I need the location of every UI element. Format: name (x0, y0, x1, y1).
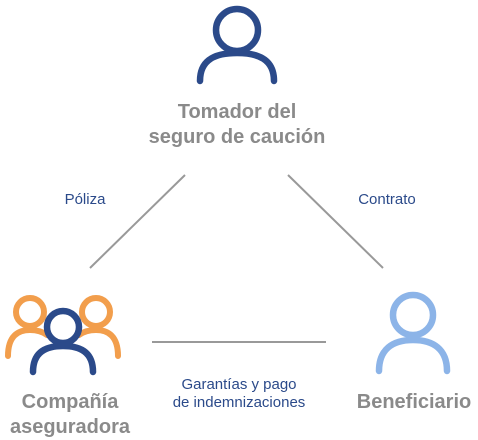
insurer-label-line-2: aseguradora (9, 416, 131, 438)
policyholder-label: Tomador del seguro de caución (137, 100, 337, 150)
front-person-icon (29, 307, 97, 376)
edge-label-guarantees-line-2: de indemnizaciones (172, 394, 306, 411)
edge-label-policy: Póliza (64, 191, 106, 208)
beneficiary-label-line-1: Beneficiario (356, 391, 472, 413)
beneficiary-person-icon (375, 291, 451, 375)
policyholder-label-line-1: Tomador del (177, 101, 297, 123)
back-person-right-icon (76, 295, 121, 359)
insurer-label: Compañía aseguradora (0, 390, 140, 440)
beneficiary-label: Beneficiario (350, 390, 478, 415)
back-person-left-icon (5, 295, 50, 359)
insurer-label-line-1: Compañía (21, 391, 119, 413)
edge-line-policy (89, 174, 186, 269)
policyholder-person-icon (196, 5, 278, 85)
edge-line-contract (287, 174, 384, 269)
edge-label-guarantees-line-1: Garantías y pago (181, 376, 297, 393)
edge-label-guarantees: Garantías y pago de indemnizaciones (149, 376, 329, 412)
edge-label-contract: Contrato (358, 191, 416, 208)
policyholder-label-line-2: seguro de caución (148, 126, 326, 148)
insurer-group-of-people-icon (5, 295, 121, 376)
